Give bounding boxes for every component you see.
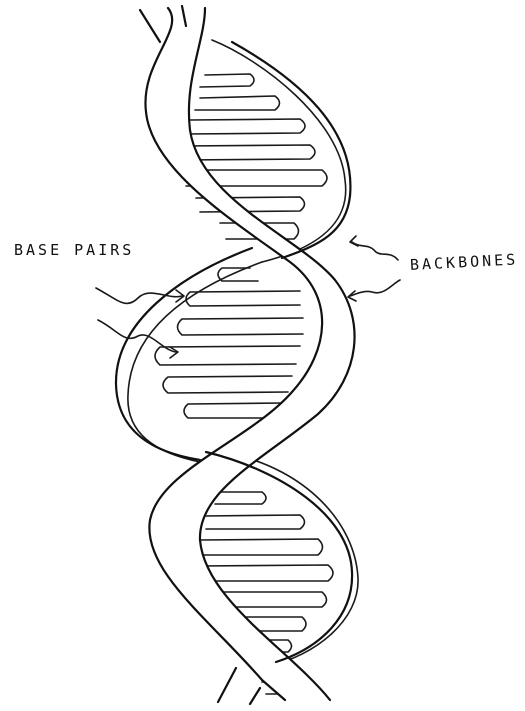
backbones-arrow-lower [350, 280, 400, 296]
base-pair-rung [195, 96, 280, 110]
backbones-arrow-upper [352, 242, 398, 260]
base-pair-rung [200, 74, 254, 87]
base-pairs-arrow-lower-head [170, 347, 178, 358]
base-pair-rung [204, 515, 305, 529]
base-pairs-arrow-upper [96, 288, 182, 303]
base-pair-rung [163, 376, 292, 393]
bottom-stub [218, 668, 236, 702]
top-stub [140, 10, 160, 42]
base-pair-rung [155, 346, 300, 365]
base-pair-rung [200, 539, 323, 555]
front-strand [145, 8, 354, 700]
base-pair-rung [198, 565, 333, 581]
base-pair-rung [218, 268, 258, 281]
base-pair-rung [186, 119, 305, 134]
front-strand-fill [145, 8, 354, 700]
bottom-stub [250, 688, 260, 704]
base-pair-rung [178, 318, 304, 335]
base-pair-rung [186, 291, 300, 306]
base-pairs-label: BASE PAIRS [14, 241, 134, 259]
